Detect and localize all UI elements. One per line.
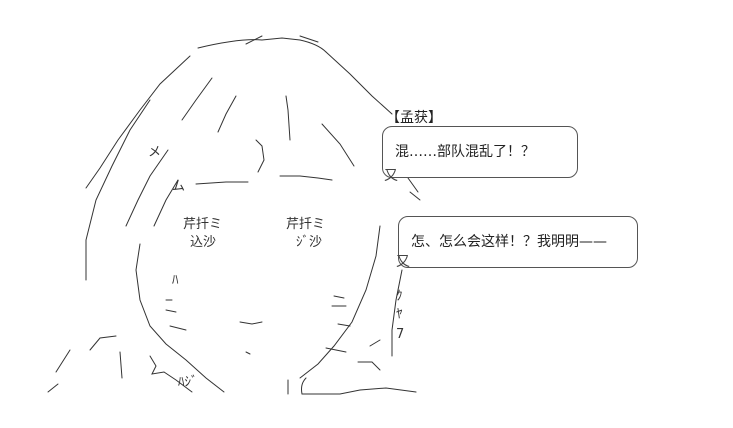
speech-bubble-1: 混……部队混乱了！？ xyxy=(382,126,578,178)
speech-bubble-2-text: 怎、怎么会这样！？我明明—— xyxy=(411,234,607,250)
speech-bubble-2-tail: 又 xyxy=(396,254,410,270)
hair-strand-4 xyxy=(321,123,355,167)
shoulder-right xyxy=(357,339,381,371)
head-top-stroke xyxy=(197,37,327,53)
glyph-seven-right: 7 xyxy=(396,327,404,342)
hair-strand-6 xyxy=(153,179,179,227)
speech-bubble-2: 怎、怎么会这样！？我明明—— xyxy=(398,216,638,268)
speech-bubble-1-tail: 又 xyxy=(384,168,398,184)
bangs-right xyxy=(279,175,333,181)
bangs-center xyxy=(255,139,265,173)
mouth-line xyxy=(239,321,263,325)
hair-strand-1 xyxy=(181,77,213,121)
hair-left-strand xyxy=(119,351,123,379)
left-cheek-hatching xyxy=(165,299,187,331)
face-right-line xyxy=(299,225,381,379)
right-eye-glyph: 芹扦ミ xyxy=(286,217,325,232)
shoulder-left xyxy=(149,355,193,393)
glyph-mu-left: ム xyxy=(172,179,185,194)
hair-left-mid xyxy=(85,99,151,281)
face-left-line xyxy=(135,243,225,393)
right-cheek-hatching xyxy=(331,295,351,327)
hair-strand-3 xyxy=(285,95,291,141)
chin-mark xyxy=(245,351,251,355)
hair-left-outer xyxy=(85,55,191,189)
hair-left-bottom xyxy=(47,349,71,393)
collar-line xyxy=(287,377,417,395)
bangs-left xyxy=(195,181,249,185)
right-under-eye-glyph: ｼﾞ沙 xyxy=(296,235,322,250)
glyph-ha-left: ﾊ xyxy=(172,273,179,288)
speaker-label: 【孟获】 xyxy=(386,110,442,126)
glyph-ku-right: ｸ xyxy=(396,289,403,304)
hair-right-mid xyxy=(407,177,421,201)
hair-strand-5 xyxy=(125,149,169,227)
left-under-eye-glyph: 込沙 xyxy=(190,235,216,250)
neck-line xyxy=(325,347,347,353)
left-eye-glyph: 芹扦ミ xyxy=(183,217,222,232)
hair-left-curl xyxy=(89,335,117,351)
hair-right-lower xyxy=(391,269,403,357)
speech-bubble-1-text: 混……部队混乱了！？ xyxy=(395,144,535,160)
glyph-ya-right: ﾔ xyxy=(396,307,403,322)
glyph-me-left: メ xyxy=(148,145,161,160)
glyph-hazi-bottom: ﾊｼﾞ xyxy=(178,375,198,390)
hair-right-outer xyxy=(325,51,393,115)
hair-strand-2 xyxy=(217,95,237,133)
hair-top-strands xyxy=(245,35,319,45)
